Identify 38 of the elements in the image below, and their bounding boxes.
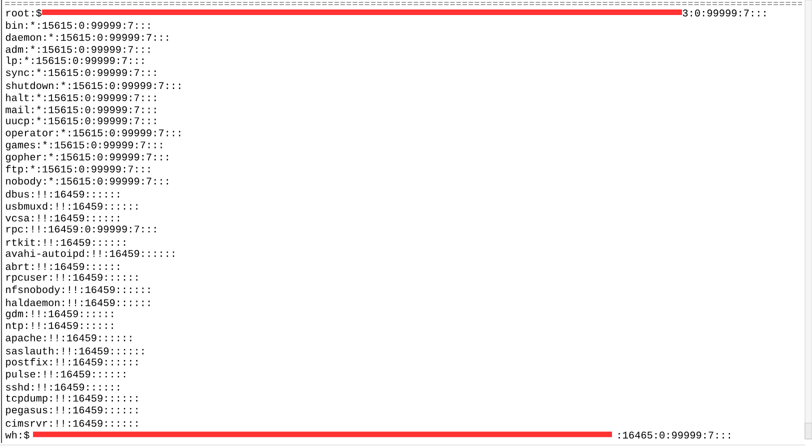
text-line: shutdown:*:15615:0:99999:7::: (6, 82, 180, 90)
text-line: gopher:*:15615:0:99999:7::: (6, 152, 168, 162)
text-line: mail:*:15615:0:99999:7::: (6, 106, 156, 114)
text-line: ftp:*:15615:0:99999:7::: (6, 165, 150, 175)
text-line: daemon:*:15615:0:99999:7::: (6, 33, 168, 41)
text-line: bin:*:15615:0:99999:7::: (6, 21, 150, 29)
text-line: haldaemon:!!:16459:::::: (6, 298, 150, 306)
text-line: abrt:!!:16459:::::: (6, 262, 119, 270)
text-line: uucp:*:15615:0:99999:7::: (6, 116, 156, 126)
text-line: nobody:*:15615:0:99999:7::: (6, 177, 168, 187)
text-line: games:*:15615:0:99999:7::: (6, 140, 162, 150)
text-line: pegasus:!!:16459:::::: (6, 406, 138, 416)
text-line: avahi-autoipd:!!:16459:::::: (6, 249, 174, 259)
text-line: rpcuser:!!:16459:::::: (6, 274, 138, 283)
text-line: rtkit:!!:16459:::::: (6, 238, 126, 246)
text-line: apache:!!:16459:::::: (6, 334, 132, 344)
text-line: saslauth:!!:16459:::::: (6, 346, 144, 354)
text-line: ntp:!!:16459:::::: (6, 322, 113, 332)
text-line: :16465:0:99999:7::: (618, 432, 730, 439)
text-line: nfsnobody:!!:16459:::::: (6, 286, 150, 296)
text-line: root:$ (6, 8, 42, 18)
text-line: gdm:!!:16459:::::: (6, 310, 113, 320)
text-line: wh:$ (5, 431, 30, 440)
text-line: postfix:!!:16459:::::: (6, 358, 138, 368)
text-line: pulse:!!:16459:::::: (6, 370, 126, 380)
text-line: lp:*:15615:0:99999:7::: (6, 56, 144, 66)
text-line: vcsa:!!:16459:::::: (6, 214, 119, 222)
text-line: tcpdump:!!:16459:::::: (6, 394, 138, 404)
text-line: operator:*:15615:0:99999:7::: (6, 128, 180, 138)
text-line: adm:*:15615:0:99999:7::: (6, 45, 150, 53)
text-line: usbmuxd:!!:16459:::::: (6, 202, 138, 210)
text-line: sshd:!!:16459:::::: (6, 383, 119, 391)
text-line: dbus:!!:16459:::::: (6, 190, 119, 198)
text-line: halt:*:15615:0:99999:7::: (6, 94, 156, 102)
text-line: 3:0:99999:7::: (682, 10, 766, 16)
text-line: sync:*:15615:0:99999:7::: (6, 68, 156, 78)
text-line: cimsrvr:!!:16459:::::: (6, 419, 138, 427)
text-line: rpc:!!:16459:0:99999:7::: (6, 226, 156, 235)
